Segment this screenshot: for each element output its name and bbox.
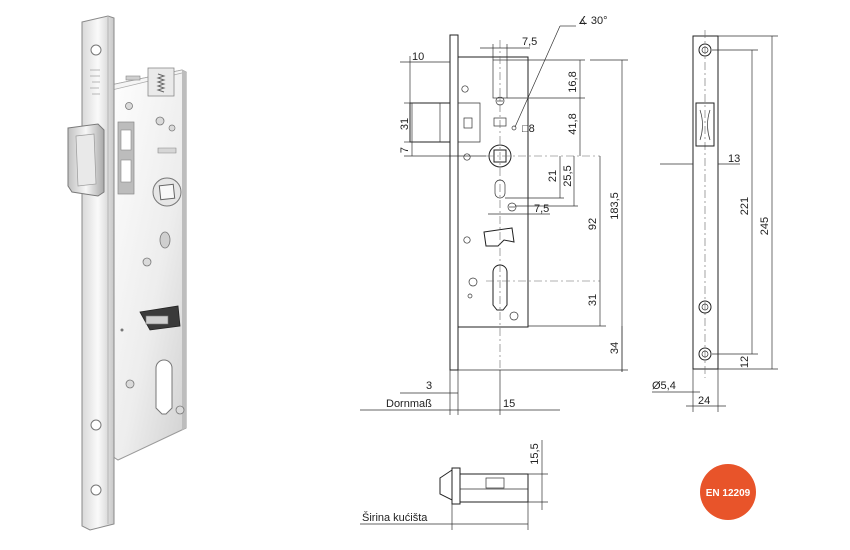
dim-7: 7: [399, 147, 411, 153]
dim-square-8: □8: [522, 123, 535, 135]
dim-diameter-5-4: Ø5,4: [652, 380, 676, 392]
cylinder-cutout: [155, 359, 173, 415]
lock-photo: [67, 15, 188, 531]
faceplate-hole-bottom: [90, 484, 102, 496]
faceplate-outline: [449, 34, 459, 371]
dim-10: 10: [412, 51, 424, 63]
faceplate-hole-top: [90, 44, 102, 56]
dim-30-degree: ∡ 30°: [578, 15, 608, 27]
dim-25-5: 25,5: [562, 165, 574, 186]
faceplate-hole-mid: [90, 419, 102, 431]
dim-15-5: 15,5: [529, 443, 541, 464]
spindle-follower: [152, 177, 182, 207]
hook-bolt-outline: [483, 227, 515, 247]
dim-31-latch: 31: [399, 118, 411, 130]
dim-31-cylinder: 31: [587, 294, 599, 306]
dim-245: 245: [759, 217, 771, 235]
dim-7-5-top: 7,5: [522, 36, 537, 48]
dim-221: 221: [739, 197, 751, 215]
en-12209-badge: EN 12209: [700, 464, 756, 520]
side-view-drawing: [652, 30, 778, 412]
label-dornmass: Dornmaß: [386, 398, 432, 410]
dim-13: 13: [728, 153, 740, 165]
cylinder-hole-outline: [492, 264, 508, 311]
dim-21: 21: [547, 170, 559, 182]
side-faceplate: [692, 35, 719, 370]
dim-7-5-mid: 7,5: [534, 203, 549, 215]
dim-15: 15: [503, 398, 515, 410]
badge-text: EN 12209: [706, 488, 751, 499]
dim-16-8: 16,8: [567, 71, 579, 92]
spring-mechanism: [125, 67, 175, 97]
front-view-drawing: [360, 25, 628, 415]
dim-24: 24: [698, 395, 710, 407]
top-view-drawing: [360, 440, 548, 530]
faceplate: [81, 15, 115, 531]
label-sirina-kucista: Širina kućišta: [362, 511, 428, 524]
dim-183-5: 183,5: [609, 192, 621, 220]
dim-12: 12: [739, 356, 751, 368]
latch-outline: [409, 102, 451, 143]
dim-92: 92: [587, 218, 599, 230]
dim-3: 3: [426, 380, 432, 392]
dim-34: 34: [609, 342, 621, 354]
dim-41-8: 41,8: [567, 113, 579, 134]
